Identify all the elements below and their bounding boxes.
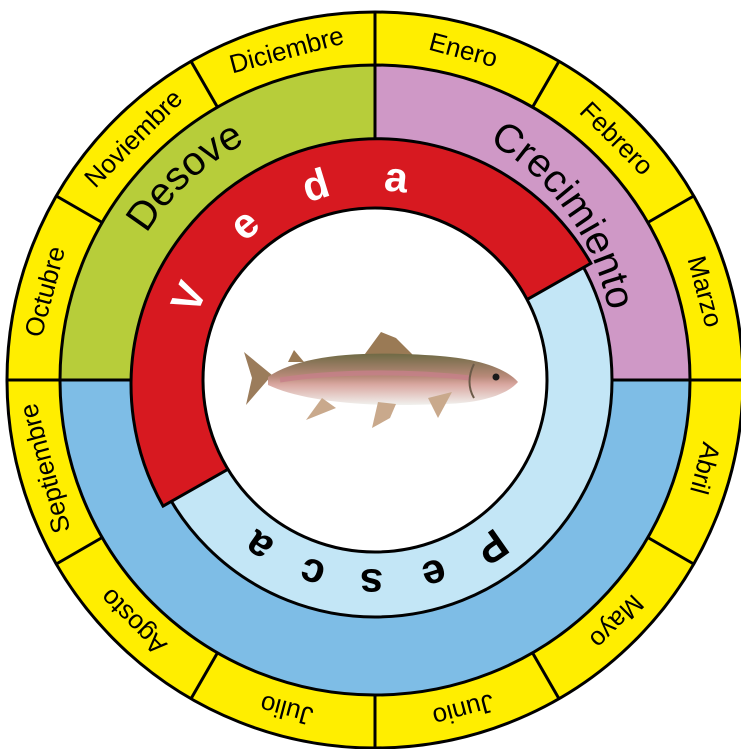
fish-eye	[493, 374, 500, 381]
pesca-letter: s	[359, 560, 383, 607]
center	[203, 208, 547, 552]
